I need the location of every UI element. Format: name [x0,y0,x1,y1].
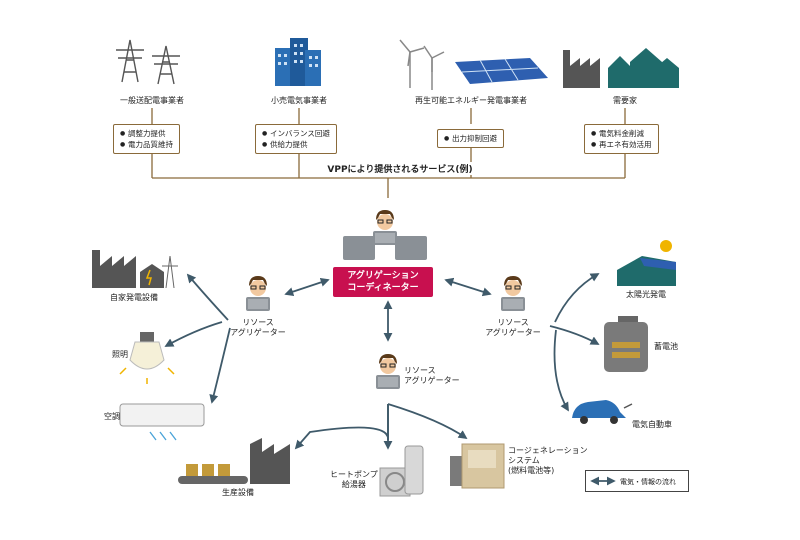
legend-label: 電気・情報の流れ [620,478,676,486]
aggregator-line1: リソース [497,318,529,327]
provider-label-3: 再生可能エネルギー発電事業者 [415,96,527,105]
office-building-icon [275,38,321,86]
resource-label-lighting: 照明 [112,350,128,359]
vpp-title: VPPにより提供されるサービス(例) [300,162,500,175]
service-box-4: 電気料金削減 再エネ有効活用 [584,124,659,154]
aggregator-line2: アグリゲーター [404,376,460,385]
heat-pump-icon [379,445,424,497]
provider-label-1: 一般送配電事業者 [120,96,184,105]
flow-arrows [284,277,492,342]
legend: 電気・情報の流れ [585,470,689,492]
resource-label-solar: 太陽光発電 [626,290,666,299]
resource-label-self-generation: 自家発電設備 [110,293,158,302]
aggregator-bottom-icon [375,353,401,390]
aggregator-left-label: リソース アグリゲーター [230,318,286,338]
resource-label-production: 生産設備 [222,488,254,497]
provider-label-4: 需要家 [613,96,637,105]
battery-icon [604,316,648,372]
solar-house-icon [617,240,676,286]
service-item: インバランス回避 [262,128,330,139]
service-item: 再エネ有効活用 [591,139,652,150]
service-item: 電力品質維持 [120,139,173,150]
production-line-icon [178,438,290,484]
air-conditioner-icon [119,403,205,441]
resource-arrows [164,273,600,450]
heatpump-line2: 給湯器 [341,480,366,489]
electric-car-icon [572,400,633,424]
resource-label-air-conditioner: 空調 [104,412,120,421]
aggregator-line1: リソース [242,318,274,327]
service-box-2: インバランス回避 供給力提供 [255,124,337,154]
cogeneration-icon [450,443,505,489]
resource-label-ev: 電気自動車 [632,420,672,429]
service-item: 出力抑制回避 [444,133,497,144]
factory-power-icon [92,250,178,289]
resource-label-cogeneration: コージェネレーション システム (燃料電池等) [508,446,588,476]
factory-house-icon [563,48,679,88]
wind-solar-icon [399,39,548,90]
aggregator-bottom-label: リソース アグリゲーター [404,366,460,386]
service-item: 電気料金削減 [591,128,652,139]
coordinator-laptops [343,236,427,260]
service-bracket [151,108,626,198]
coordinator-line1: アグリゲーション [347,271,419,281]
aggregation-coordinator-box: アグリゲーション コーディネーター [333,267,433,297]
cogen-line2: システム [508,456,540,465]
provider-label-2: 小売電気事業者 [271,96,327,105]
resource-label-heat-pump: ヒートポンプ 給湯器 [330,470,378,490]
aggregator-line2: アグリゲーター [485,328,541,337]
aggregator-line1: リソース [404,366,436,375]
transmission-tower-icon [116,39,180,85]
aggregator-line2: アグリゲーター [230,328,286,337]
heatpump-line1: ヒートポンプ [330,470,378,479]
service-box-3: 出力抑制回避 [437,129,504,148]
aggregator-right-icon [500,275,526,312]
service-item: 調整力提供 [120,128,173,139]
service-item: 供給力提供 [262,139,330,150]
resource-label-battery: 蓄電池 [654,342,678,351]
cogen-line1: コージェネレーション [508,446,588,455]
aggregator-left-icon [245,275,271,312]
aggregator-right-label: リソース アグリゲーター [485,318,541,338]
service-box-1: 調整力提供 電力品質維持 [113,124,180,154]
coordinator-line2: コーディネーター [347,283,419,293]
coordinator-person-icon [372,209,398,246]
cogen-line3: (燃料電池等) [508,466,555,475]
light-bulb-icon [119,332,175,384]
